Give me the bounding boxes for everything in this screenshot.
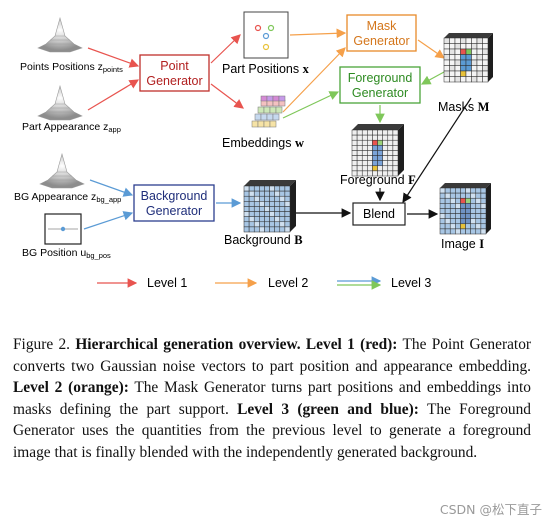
caption-level3-text: The Foreground Generator uses the quanti…	[13, 400, 531, 461]
image-grid-icon	[439, 183, 491, 235]
legend-level-3: Level 3	[391, 276, 431, 290]
generation-diagram: Points Positions zpoints Part Appearance…	[14, 11, 493, 290]
caption-level1-head: Level 1 (red):	[305, 336, 398, 353]
caption-fig: Figure 2.	[13, 336, 71, 353]
bg-appearance-label: BG Appearance zbg_app	[14, 191, 121, 204]
caption-level2-text: The Mask Generator turns part positions …	[13, 379, 531, 418]
mask-generator-block: Mask Generator	[346, 14, 417, 52]
caption-level1-text: The Point Generator converts two Gaussia…	[13, 336, 532, 375]
part-appearance-label: Part Appearance zapp	[22, 121, 121, 134]
foreground-grid-icon	[351, 124, 404, 177]
caption-level3-head: Level 3 (green and blue):	[237, 400, 419, 418]
masks-label: Masks M	[438, 100, 490, 114]
svg-text:Blend: Blend	[363, 207, 395, 221]
part-positions-icon	[243, 11, 289, 59]
bg-position-label: BG Position ubg_pos	[22, 247, 111, 260]
blend-block: Blend	[352, 202, 406, 226]
foreground-generator-block: Foreground Generator	[339, 66, 421, 104]
background-grid-icon	[243, 180, 296, 233]
legend: Level 1 Level 2 Level 3	[97, 276, 431, 290]
image-label: Image I	[441, 237, 484, 251]
svg-text:Generator: Generator	[146, 204, 202, 218]
legend-level-1: Level 1	[147, 276, 187, 290]
svg-text:Generator: Generator	[146, 74, 202, 88]
point-generator-block: Point Generator	[139, 54, 210, 92]
gaussian-appearance-icon	[37, 84, 83, 121]
part-positions-label: Part Positions x	[222, 62, 310, 76]
caption-title: Hierarchical generation overview.	[75, 336, 301, 353]
masks-grid-icon	[443, 33, 493, 83]
svg-text:Foreground: Foreground	[348, 71, 413, 85]
svg-text:Point: Point	[160, 59, 189, 73]
svg-text:Background: Background	[141, 189, 208, 203]
bg-position-icon	[44, 213, 82, 245]
gaussian-points-icon	[37, 16, 83, 53]
background-label: Background B	[224, 233, 303, 247]
svg-text:Generator: Generator	[353, 34, 409, 48]
watermark: CSDN @松下直子	[439, 502, 542, 517]
figure-caption: Figure 2. Hierarchical generation overvi…	[13, 334, 531, 463]
legend-level-2: Level 2	[268, 276, 308, 290]
background-generator-block: Background Generator	[133, 184, 215, 222]
gaussian-bg-appearance-icon	[39, 152, 85, 189]
foreground-label: Foreground F	[340, 173, 416, 187]
points-positions-label: Points Positions zpoints	[20, 61, 123, 74]
svg-text:Generator: Generator	[352, 86, 408, 100]
embeddings-label: Embeddings w	[222, 136, 304, 150]
caption-level2-head: Level 2 (orange):	[13, 379, 129, 396]
svg-text:Mask: Mask	[367, 19, 398, 33]
embeddings-icon	[251, 95, 286, 128]
